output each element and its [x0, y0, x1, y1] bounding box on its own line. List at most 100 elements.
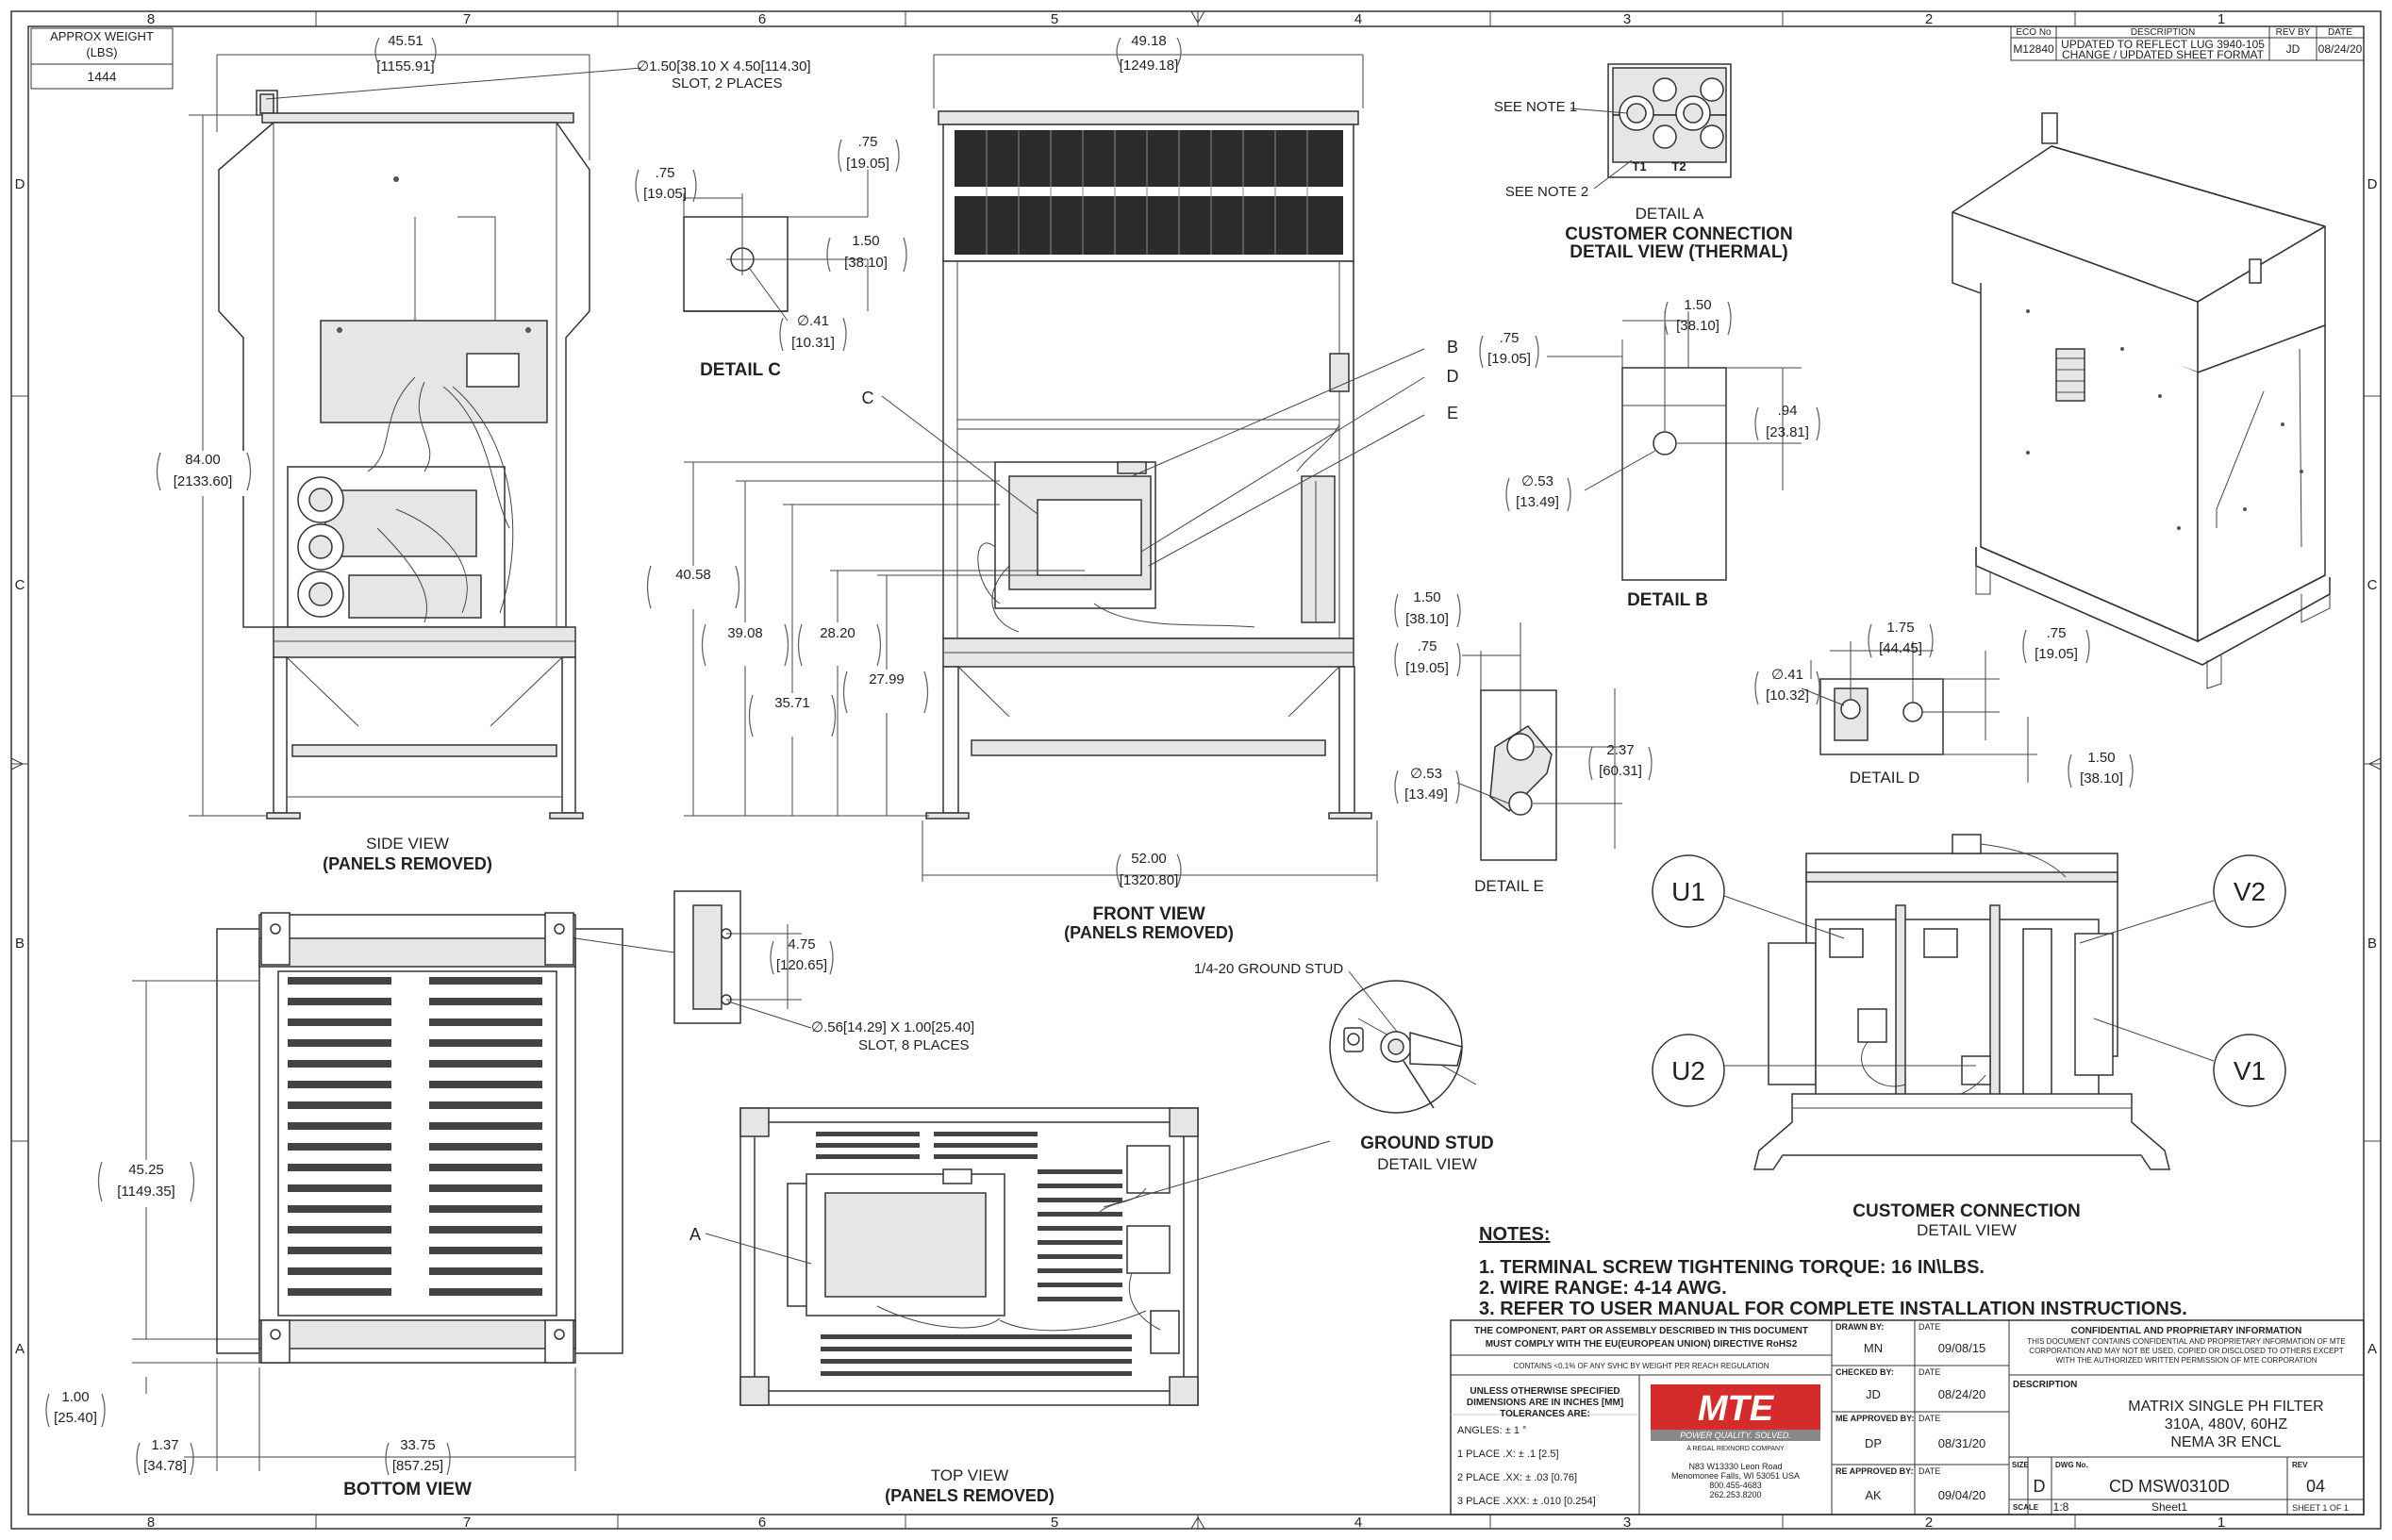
front-base-dim-mm: [1320.80] [1120, 872, 1179, 888]
callout-c: C [862, 389, 874, 407]
bot-475-mm: [120.65] [776, 957, 827, 973]
dim-3571: 35.71 [774, 695, 810, 711]
rev-desc-2: CHANGE / UPDATED SHEET FORMAT [2062, 48, 2265, 61]
dwg-label: DWG No. [2055, 1461, 2088, 1469]
detail-e: 1.50 [38.10] .75 [19.05] 2.37 [60.31] ∅.… [1394, 589, 1653, 895]
weight-box: APPROX WEIGHT (LBS) 1444 [30, 27, 174, 90]
zone-top-3: 3 [1623, 11, 1631, 27]
drawn-by-label: DRAWN BY: [1836, 1322, 1884, 1332]
detb-dia: ∅.53 [1521, 473, 1553, 489]
dete-dia-mm: [13.49] [1404, 787, 1448, 803]
rev-header-description: DESCRIPTION [2131, 27, 2195, 38]
bottom-vent-slots [288, 977, 542, 1296]
weight-label-line2: (LBS) [86, 45, 117, 59]
side-view-subtitle: (PANELS REMOVED) [323, 854, 492, 873]
re-date-label: DATE [1919, 1466, 1940, 1476]
checked-date-label: DATE [1919, 1367, 1940, 1377]
dete-150: 1.50 [1413, 589, 1440, 605]
bot-3375: 33.75 [400, 1437, 436, 1453]
notes-title: NOTES: [1479, 1224, 1551, 1245]
side-view [218, 90, 590, 820]
terminal-u2-label: U2 [1671, 1056, 1705, 1085]
tol-place2: 2 PLACE .XX: ± .03 [0.76] [1457, 1472, 1577, 1483]
callout-e: E [1447, 404, 1458, 422]
dete-075-mm: [19.05] [1405, 660, 1449, 676]
address-2: Menomonee Falls, WI 53051 USA [1671, 1471, 1800, 1481]
notes: NOTES: 1. TERMINAL SCREW TIGHTENING TORQ… [1479, 1224, 2187, 1319]
see-note-2: SEE NOTE 2 [1505, 184, 1588, 200]
me-date-label: DATE [1919, 1414, 1940, 1423]
re-date: 09/04/20 [1938, 1488, 1986, 1502]
logo-subline: A REGAL REXNORD COMPANY [1686, 1446, 1785, 1452]
checked-by: JD [1866, 1387, 1881, 1401]
detd-150: 1.50 [2087, 750, 2115, 766]
tol-place3: 3 PLACE .XXX: ± .010 [0.254] [1457, 1496, 1596, 1507]
dete-075: .75 [1418, 638, 1437, 654]
detail-b-title: DETAIL B [1627, 590, 1708, 610]
detb-150: 1.50 [1684, 297, 1711, 313]
slot-note-1: ∅1.50[38.10 X 4.50[114.30] [637, 58, 811, 75]
rev-by: JD [2286, 42, 2301, 56]
tol-3: TOLERANCES ARE: [1500, 1409, 1590, 1419]
bot-137: 1.37 [151, 1437, 178, 1453]
detd-175-mm: [44.45] [1879, 640, 1922, 656]
zone-bottom-2: 2 [1925, 1515, 1933, 1531]
detail-a-title: DETAIL A [1636, 205, 1704, 223]
detc-dia-mm: [10.31] [791, 335, 835, 351]
zone-bottom-1: 1 [2218, 1515, 2225, 1531]
zone-bottom-7: 7 [463, 1515, 471, 1531]
confidential-2: CORPORATION AND MAY NOT BE USED, COPIED … [2029, 1347, 2344, 1355]
rev-label: REV [2292, 1461, 2308, 1469]
re-by: AK [1865, 1488, 1882, 1502]
zone-labels: 8 7 6 5 4 3 2 1 8 7 6 5 4 3 2 1 D C B A … [15, 11, 2378, 1531]
bot-100: 1.00 [61, 1389, 89, 1405]
detd-075-mm: [19.05] [2035, 646, 2078, 662]
me-by: DP [1865, 1436, 1882, 1450]
phone-2: 262.253.8200 [1709, 1490, 1761, 1499]
detc-150-mm: [38.10] [844, 255, 888, 271]
tol-angles: ANGLES: ± 1 ° [1457, 1425, 1526, 1436]
bot-slot-1: ∅.56[14.29] X 1.00[25.40] [811, 1019, 974, 1035]
zone-right-a: A [2367, 1341, 2377, 1357]
detc-075b: .75 [858, 134, 878, 150]
zone-top-5: 5 [1051, 11, 1058, 27]
ground-stud-note: 1/4-20 GROUND STUD [1194, 961, 1344, 977]
logo-tagline: POWER QUALITY. SOLVED. [1680, 1431, 1791, 1440]
side-height-dim: 84.00 [185, 452, 221, 468]
sheet-name: Sheet1 [2151, 1500, 2187, 1514]
detd-150-mm: [38.10] [2080, 770, 2123, 787]
zone-top-2: 2 [1925, 11, 1933, 27]
see-note-1: SEE NOTE 1 [1494, 99, 1577, 115]
zone-bottom-8: 8 [147, 1515, 155, 1531]
checked-date: 08/24/20 [1938, 1387, 1986, 1401]
description-3: NEMA 3R ENCL [2170, 1434, 2281, 1450]
zone-bottom-6: 6 [758, 1515, 766, 1531]
description-2: 310A, 480V, 60HZ [2165, 1416, 2287, 1432]
detb-dia-mm: [13.49] [1516, 494, 1559, 510]
sheet-count: SHEET 1 OF 1 [2292, 1503, 2349, 1513]
bottom-view-dimensions: 4.75 [120.65] ∅.56[14.29] X 1.00[25.40] … [45, 924, 974, 1499]
rev-value: 04 [2306, 1477, 2325, 1496]
weight-value: 1444 [87, 69, 116, 84]
scale-label: SCALE [2013, 1503, 2039, 1512]
note-1: 1. TERMINAL SCREW TIGHTENING TORQUE: 16 … [1479, 1257, 1985, 1278]
slot-note-2: SLOT, 2 PLACES [672, 75, 783, 91]
front-width-dim: 49.18 [1131, 33, 1167, 49]
zone-top-4: 4 [1354, 11, 1362, 27]
detc-150: 1.50 [852, 233, 879, 249]
size-label: SIZE [2012, 1461, 2029, 1469]
checked-by-label: CHECKED BY: [1836, 1367, 1894, 1377]
rev-date: 08/24/20 [2318, 42, 2363, 56]
dete-150-mm: [38.10] [1405, 611, 1449, 627]
svhc-note: CONTAINS <0.1% OF ANY SVHC BY WEIGHT PER… [1513, 1362, 1769, 1370]
detd-175: 1.75 [1886, 620, 1914, 636]
confidential-1: THIS DOCUMENT CONTAINS CONFIDENTIAL AND … [2027, 1337, 2346, 1346]
rev-header-revby: REV BY [2276, 27, 2311, 38]
scale-value: 1:8 [2053, 1500, 2069, 1514]
rev-header-eco: ECO No [2016, 27, 2051, 38]
zone-bottom-4: 4 [1354, 1515, 1362, 1531]
weight-label-line1: APPROX WEIGHT [50, 29, 154, 43]
front-vent-grille-top [955, 130, 1343, 255]
detc-075a: .75 [656, 165, 675, 181]
